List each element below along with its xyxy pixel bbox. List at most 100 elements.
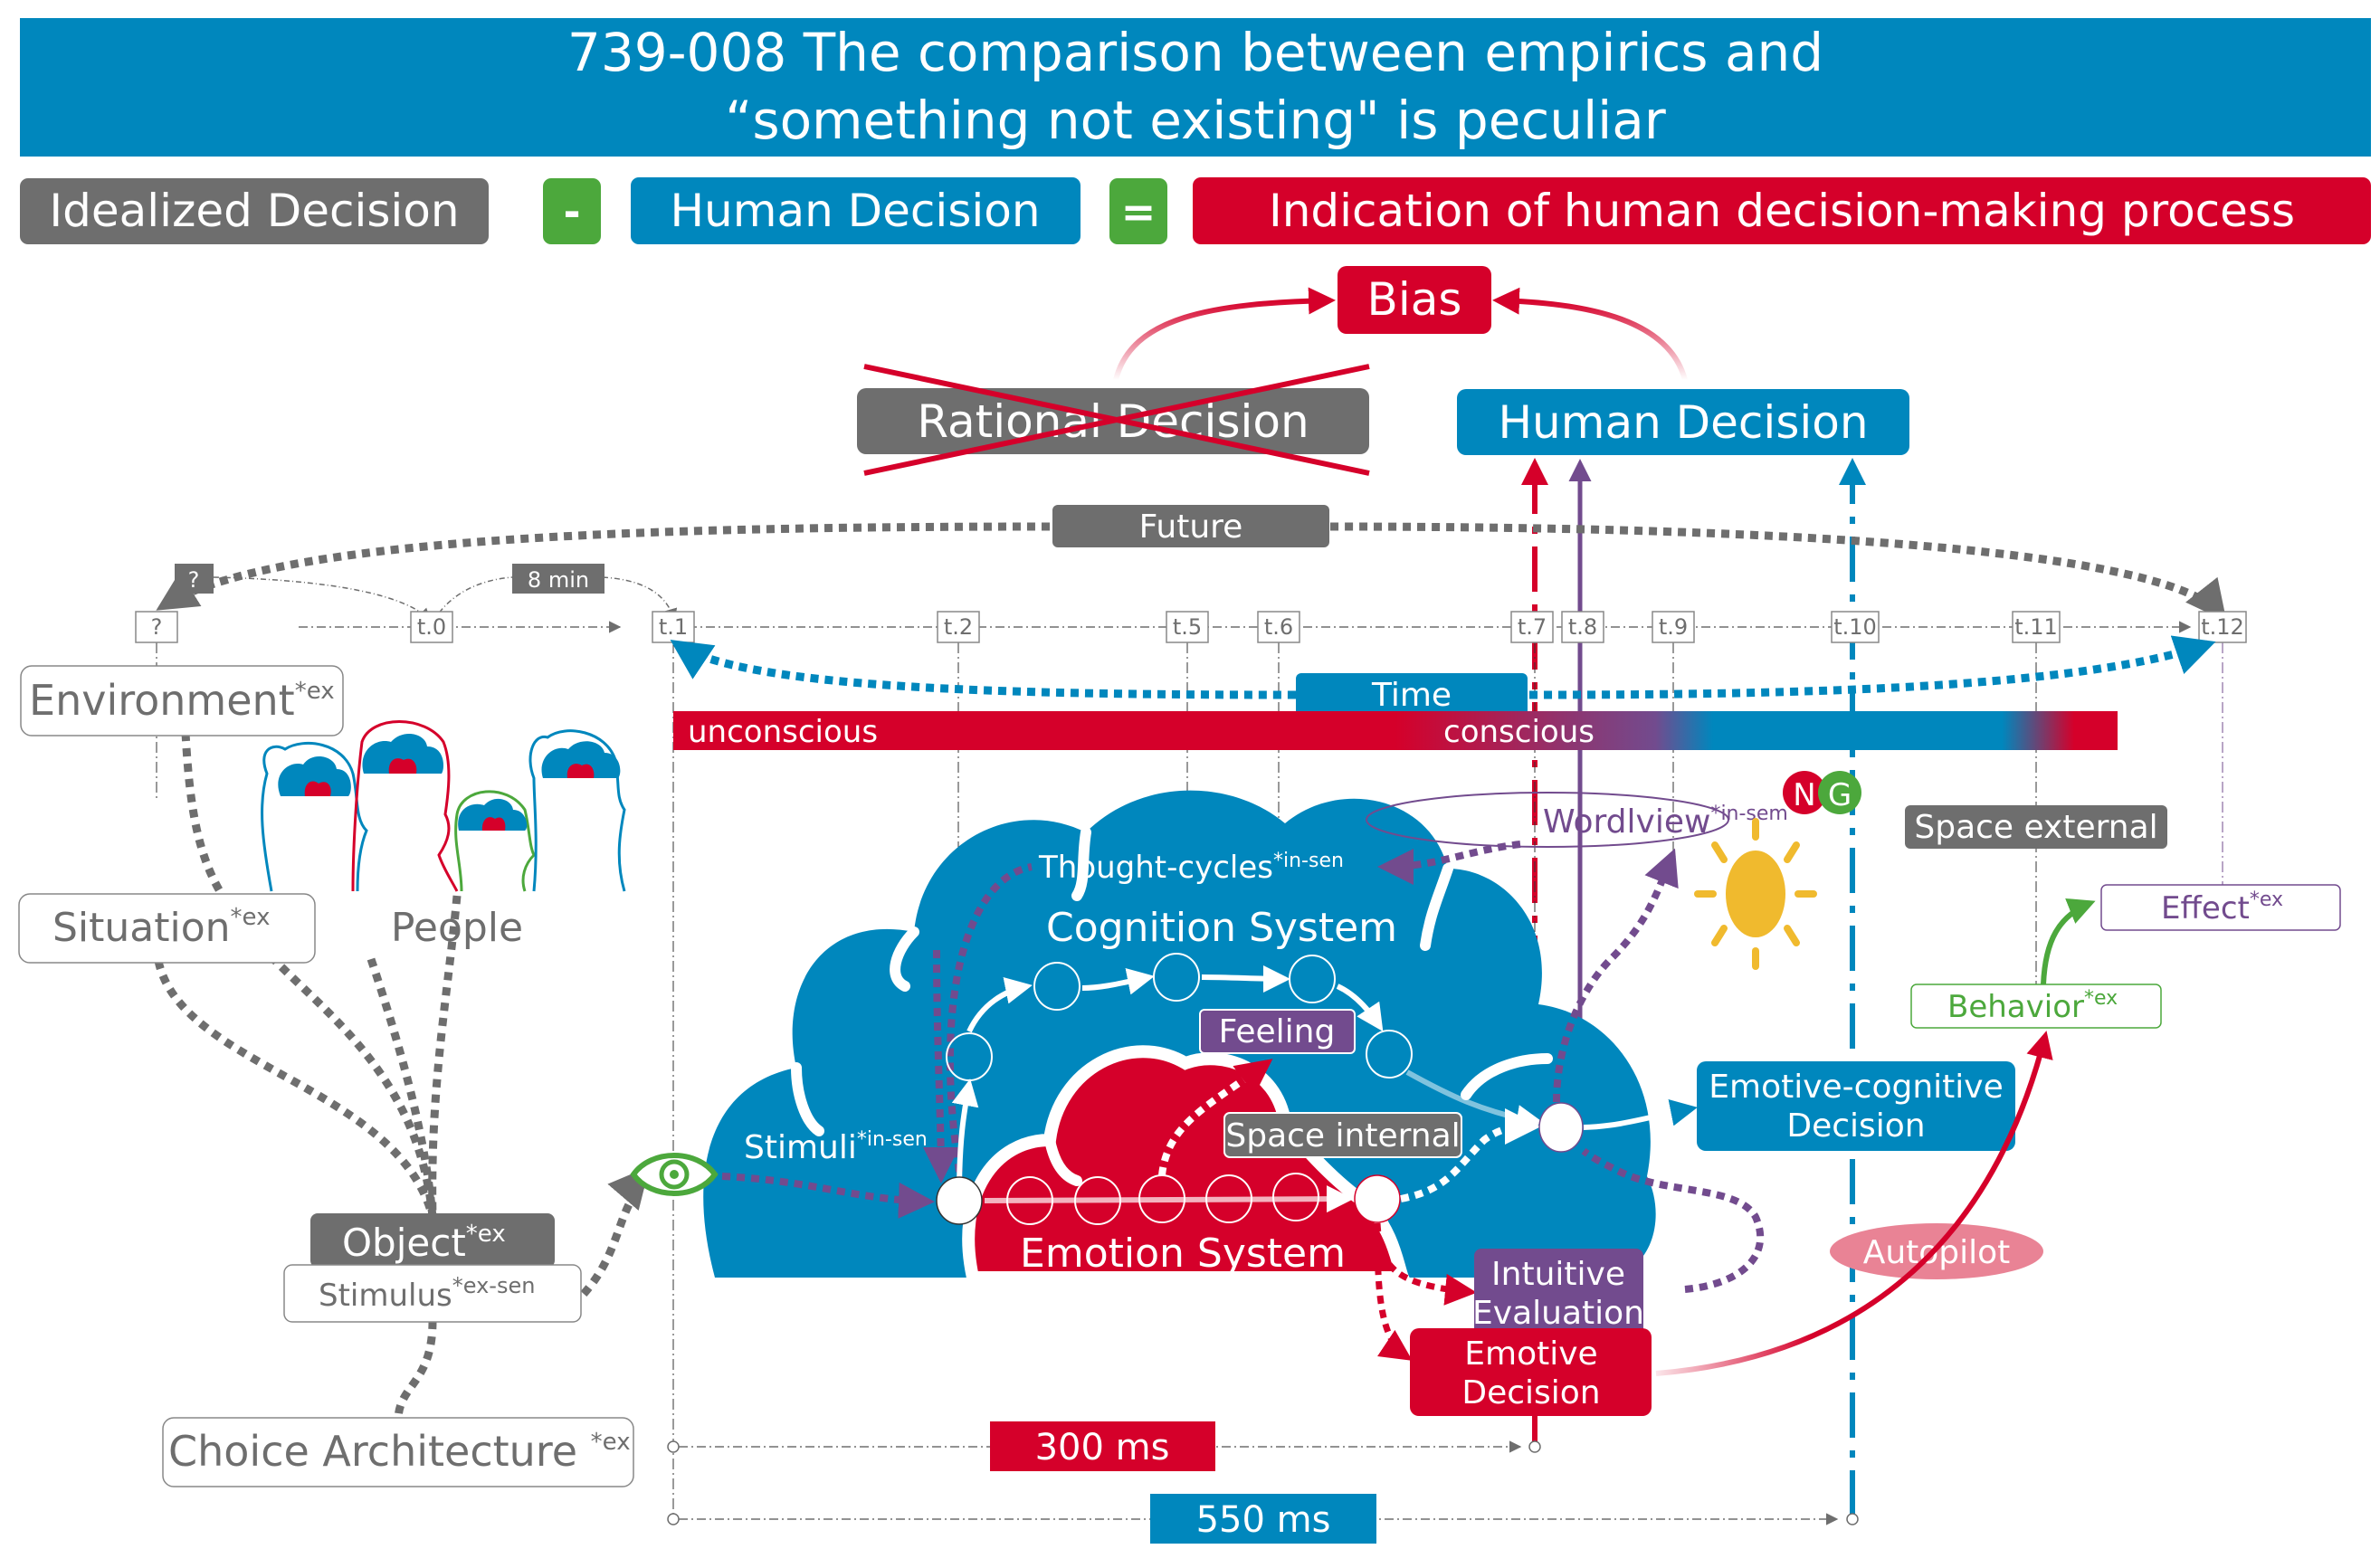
emotion-to-feeling-arrow: [1158, 1059, 1273, 1176]
cross-out-line: [863, 364, 1370, 476]
equation-term-idealized: Idealized Decision: [49, 185, 459, 237]
consciousness-bar: [673, 711, 2118, 750]
bias-box: Bias: [1338, 266, 1491, 334]
space-internal-label: Space internal: [1225, 1117, 1460, 1155]
choice-architecture-box: Choice Architecture *ex: [162, 1417, 634, 1487]
duration-550-label: 550 ms: [1196, 1499, 1331, 1541]
duration-start-marker: [667, 1440, 680, 1453]
cognition-nodes: [946, 953, 1413, 1081]
people-illustration: [261, 720, 626, 892]
badge-n: N: [1783, 771, 1826, 814]
svg-text:Behavior*ex: Behavior*ex: [1947, 987, 2118, 1025]
tick-t8: t.8: [1561, 611, 1604, 643]
thought-cycle-down-arrow: [922, 949, 959, 1183]
tick-t5: t.5: [1166, 611, 1209, 643]
intuitive-loop-arrow: [1581, 1147, 1765, 1293]
object-connectors: [154, 732, 654, 1421]
behavior-to-effect-arrow: [2041, 898, 2096, 985]
bias-label: Bias: [1367, 273, 1462, 326]
arrow-rational-to-bias: [1113, 287, 1336, 381]
time-arc-right: [1528, 635, 2216, 699]
svg-text:N: N: [1793, 777, 1815, 813]
stimulus-label: Stimulus: [319, 1278, 452, 1314]
intuitive-evaluation-box: Intuitive Evaluation: [1472, 1249, 1644, 1336]
emotive-cognitive-label-2: Decision: [1786, 1107, 1925, 1145]
autopilot-label: Autopilot: [1863, 1234, 2011, 1271]
badge-g: G: [1818, 771, 1861, 814]
tick-t11: t.11: [2012, 611, 2061, 643]
interval-8min-box: 8 min: [512, 564, 605, 594]
tick-unknown: ?: [135, 611, 178, 643]
thought-cycle-up-arrow: [946, 863, 1033, 1173]
behavior-label: Behavior: [1947, 989, 2084, 1025]
tick-label: t.0: [417, 614, 446, 640]
intuitive-label-1: Intuitive: [1491, 1256, 1625, 1293]
stimulus-box: Stimulus*ex-sen: [283, 1264, 582, 1323]
title-line-2: “something not existing" is peculiar: [725, 90, 1666, 151]
tick-label: t.6: [1264, 614, 1293, 640]
equation-human: Human Decision: [631, 177, 1081, 244]
svg-text:G: G: [1828, 777, 1852, 813]
svg-text:-: -: [563, 187, 580, 236]
emotion-to-emotive-decision-arrow: [1374, 1222, 1413, 1361]
person-icon: [454, 790, 536, 892]
worldview-label: Wordlview: [1543, 803, 1710, 841]
human-decision-box: Human Decision: [1457, 389, 1909, 455]
tick-t0: t.0: [410, 611, 453, 643]
interval-arc-8min-right: [602, 576, 678, 622]
tick-label: t.12: [2201, 614, 2244, 640]
person-icon: [528, 729, 626, 892]
emotion-system-label: Emotion System: [1020, 1231, 1346, 1277]
tick-label: t.5: [1173, 614, 1202, 640]
situation-box: Situation*ex: [18, 893, 316, 964]
svg-text:Wordlview*in-sem: Wordlview*in-sem: [1543, 803, 1788, 841]
sun-icon: [1694, 818, 1817, 970]
stimuli-label: Stimuli: [744, 1129, 857, 1166]
equation-equals: =: [1109, 178, 1167, 244]
svg-text:Object*ex: Object*ex: [342, 1221, 506, 1265]
svg-text:Situation*ex: Situation*ex: [52, 904, 270, 951]
tick-t10: t.10: [1831, 611, 1880, 643]
environment-box: Environment*ex: [20, 665, 344, 736]
tick-label: t.9: [1659, 614, 1688, 640]
emotive-decision-label-2: Decision: [1461, 1374, 1600, 1411]
behavior-box: Behavior*ex: [1910, 984, 2162, 1029]
emotive-decision-label-1: Emotive: [1464, 1335, 1597, 1373]
eye-icon: [630, 1153, 719, 1196]
intuitive-label-2: Evaluation: [1472, 1295, 1644, 1332]
equation-minus: -: [543, 178, 601, 244]
future-label-box: Future: [1052, 505, 1329, 547]
duration-550-box: 550 ms: [1150, 1494, 1376, 1544]
equation-term-human: Human Decision: [670, 185, 1040, 237]
effect-box: Effect*ex: [2100, 884, 2341, 931]
equation-term-result: Indication of human decision-making proc…: [1269, 185, 2295, 237]
future-label: Future: [1139, 508, 1243, 546]
svg-text:=: =: [1121, 187, 1157, 236]
svg-text:Stimuli*in-sen: Stimuli*in-sen: [744, 1128, 928, 1166]
emotion-to-intuitive-arrow: [1374, 1222, 1477, 1306]
autopilot-arrow: [1655, 1031, 2053, 1376]
decision-to-worldview-arrow: [1553, 848, 1679, 1103]
svg-text:Environment*ex: Environment*ex: [29, 676, 335, 725]
emotion-flow-arrow: [984, 1185, 1354, 1213]
time-label-box: Time: [1296, 673, 1528, 717]
duration-end-marker: [1528, 1440, 1541, 1453]
equation-idealized: Idealized Decision: [20, 178, 489, 244]
choice-architecture-label: Choice Architecture: [168, 1427, 591, 1476]
title-banner: [20, 18, 2371, 157]
duration-end-marker: [1846, 1513, 1859, 1525]
tick-label: t.1: [659, 614, 688, 640]
svg-text:?: ?: [188, 567, 200, 593]
person-icon: [261, 742, 368, 892]
decision-node: [1538, 1102, 1584, 1153]
svg-text:Stimulus*ex-sen: Stimulus*ex-sen: [319, 1273, 535, 1314]
tick-t12: t.12: [2198, 611, 2247, 643]
svg-text:Effect*ex: Effect*ex: [2161, 889, 2283, 927]
equation-result: Indication of human decision-making proc…: [1193, 177, 2371, 244]
worldview-ellipse: Wordlview*in-sem: [1366, 792, 1788, 848]
tick-label: t.2: [944, 614, 973, 640]
space-external-label: Space external: [1914, 809, 2157, 846]
tick-t7: t.7: [1510, 611, 1554, 643]
tick-label: t.8: [1568, 614, 1597, 640]
